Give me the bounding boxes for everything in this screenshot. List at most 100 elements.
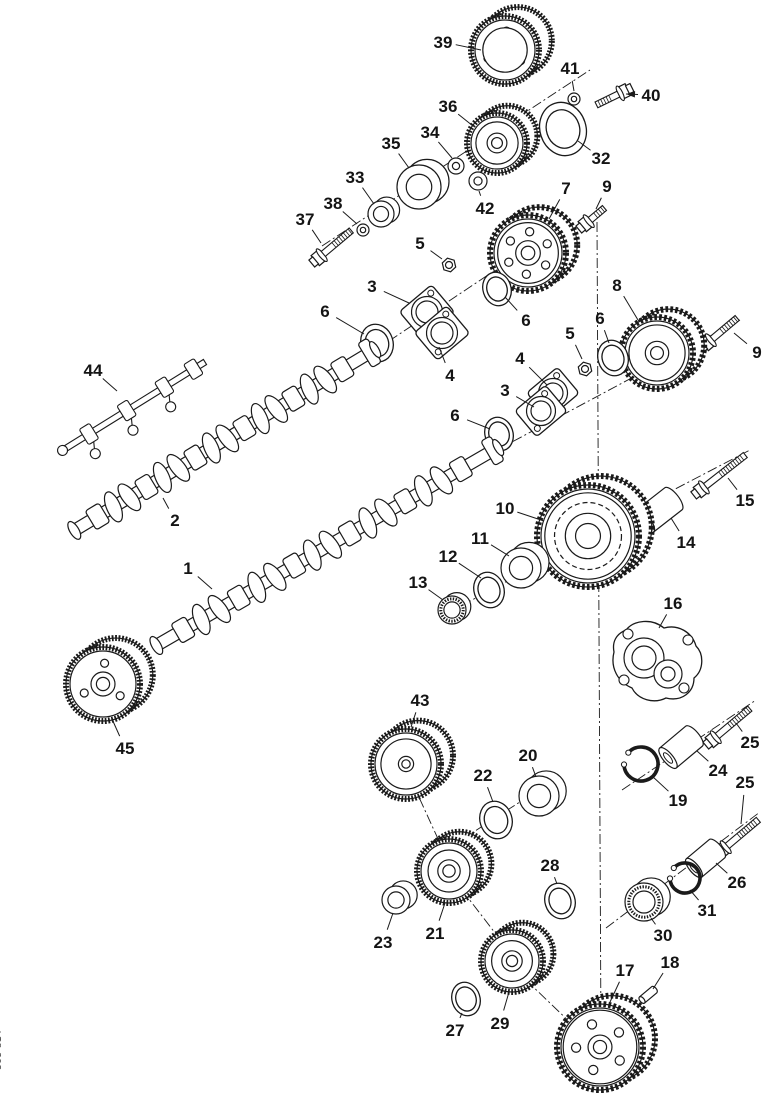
part-number-19: 19 xyxy=(669,791,688,810)
part-number-35: 35 xyxy=(382,134,401,153)
part-number-42: 42 xyxy=(476,199,495,218)
part-number-7: 7 xyxy=(561,179,570,198)
part-number-29: 29 xyxy=(491,1014,510,1033)
part-30 xyxy=(624,877,671,922)
part-6c xyxy=(597,339,629,377)
part-28 xyxy=(544,882,576,920)
part-31 xyxy=(666,861,702,895)
part-34 xyxy=(447,157,465,175)
part-36 xyxy=(464,102,541,176)
part-number-40: 40 xyxy=(642,86,661,105)
part-45 xyxy=(63,635,156,724)
part-12 xyxy=(473,571,505,609)
part-number-3: 3 xyxy=(500,381,509,400)
part-number-25: 25 xyxy=(736,773,755,792)
part-21 xyxy=(414,828,495,906)
part-15 xyxy=(690,451,749,500)
part-number-6: 6 xyxy=(320,302,329,321)
part-number-33: 33 xyxy=(346,168,365,187)
part-number-6: 6 xyxy=(450,406,459,425)
part-number-4: 4 xyxy=(445,366,455,385)
part-20 xyxy=(518,770,567,817)
part-number-10: 10 xyxy=(496,499,515,518)
part-number-11: 11 xyxy=(471,529,489,548)
part-11 xyxy=(500,541,550,589)
part-number-9: 9 xyxy=(752,343,761,362)
part-number-44: 44 xyxy=(84,361,103,380)
part-number-36: 36 xyxy=(439,97,458,116)
part-13 xyxy=(437,592,472,625)
part-number-34: 34 xyxy=(421,123,440,142)
part-43 xyxy=(368,717,456,802)
part-number-43: 43 xyxy=(411,691,430,710)
part-24 xyxy=(658,725,704,770)
part-number-30: 30 xyxy=(654,926,673,945)
part-number-14: 14 xyxy=(677,533,696,552)
part-number-3: 3 xyxy=(367,277,376,296)
part-number-23: 23 xyxy=(374,933,393,952)
part-number-24: 24 xyxy=(709,761,728,780)
part-32 xyxy=(538,101,588,157)
part-number-6: 6 xyxy=(521,311,530,330)
figure-code: 365 814 xyxy=(0,1029,4,1070)
part-number-25: 25 xyxy=(741,733,760,752)
part-number-32: 32 xyxy=(592,149,611,168)
part-number-37: 37 xyxy=(296,210,315,229)
part-number-41: 41 xyxy=(561,59,580,78)
part-number-1: 1 xyxy=(183,559,192,578)
part-39 xyxy=(468,4,555,87)
part-40 xyxy=(594,82,635,109)
part-37 xyxy=(308,227,355,268)
part-number-13: 13 xyxy=(409,573,428,592)
label-leader-lines xyxy=(102,44,748,1019)
part-2 xyxy=(67,338,382,540)
part-16 xyxy=(612,620,703,702)
part-number-15: 15 xyxy=(736,491,755,510)
part-38 xyxy=(356,223,370,237)
part-35 xyxy=(396,158,450,210)
part-17 xyxy=(554,992,658,1093)
part-number-6: 6 xyxy=(595,309,604,328)
part-23 xyxy=(381,880,418,915)
part-4a xyxy=(415,306,469,360)
part-19 xyxy=(620,745,660,783)
part-number-31: 31 xyxy=(698,901,717,920)
part-1 xyxy=(149,436,505,656)
part-number-28: 28 xyxy=(541,856,560,875)
part-9a xyxy=(575,204,608,234)
part-8 xyxy=(618,306,708,392)
part-10 xyxy=(534,473,655,590)
part-number-12: 12 xyxy=(439,547,458,566)
part-41 xyxy=(567,92,581,106)
part-number-16: 16 xyxy=(664,594,683,613)
part-number-9: 9 xyxy=(602,177,611,196)
part-33 xyxy=(367,196,401,228)
part-number-4: 4 xyxy=(515,349,525,368)
diagram-parts xyxy=(56,4,762,1093)
part-number-21: 21 xyxy=(426,924,445,943)
part-number-5: 5 xyxy=(415,234,424,253)
part-22 xyxy=(479,800,513,840)
part-5a xyxy=(441,257,457,273)
part-44 xyxy=(56,358,208,460)
part-42 xyxy=(468,171,488,191)
part-5b xyxy=(577,361,593,377)
part-number-22: 22 xyxy=(474,766,493,785)
part-6b xyxy=(482,271,512,307)
part-27 xyxy=(451,981,481,1017)
part-29 xyxy=(478,919,557,995)
part-number-18: 18 xyxy=(661,953,680,972)
part-7 xyxy=(487,204,581,294)
part-25a xyxy=(702,705,753,750)
part-number-38: 38 xyxy=(324,194,343,213)
part-number-2: 2 xyxy=(170,511,179,530)
part-number-17: 17 xyxy=(616,961,635,980)
part-18 xyxy=(638,985,658,1004)
part-number-27: 27 xyxy=(446,1021,465,1040)
part-number-39: 39 xyxy=(434,33,453,52)
part-3b xyxy=(515,386,567,436)
part-number-20: 20 xyxy=(519,746,538,765)
